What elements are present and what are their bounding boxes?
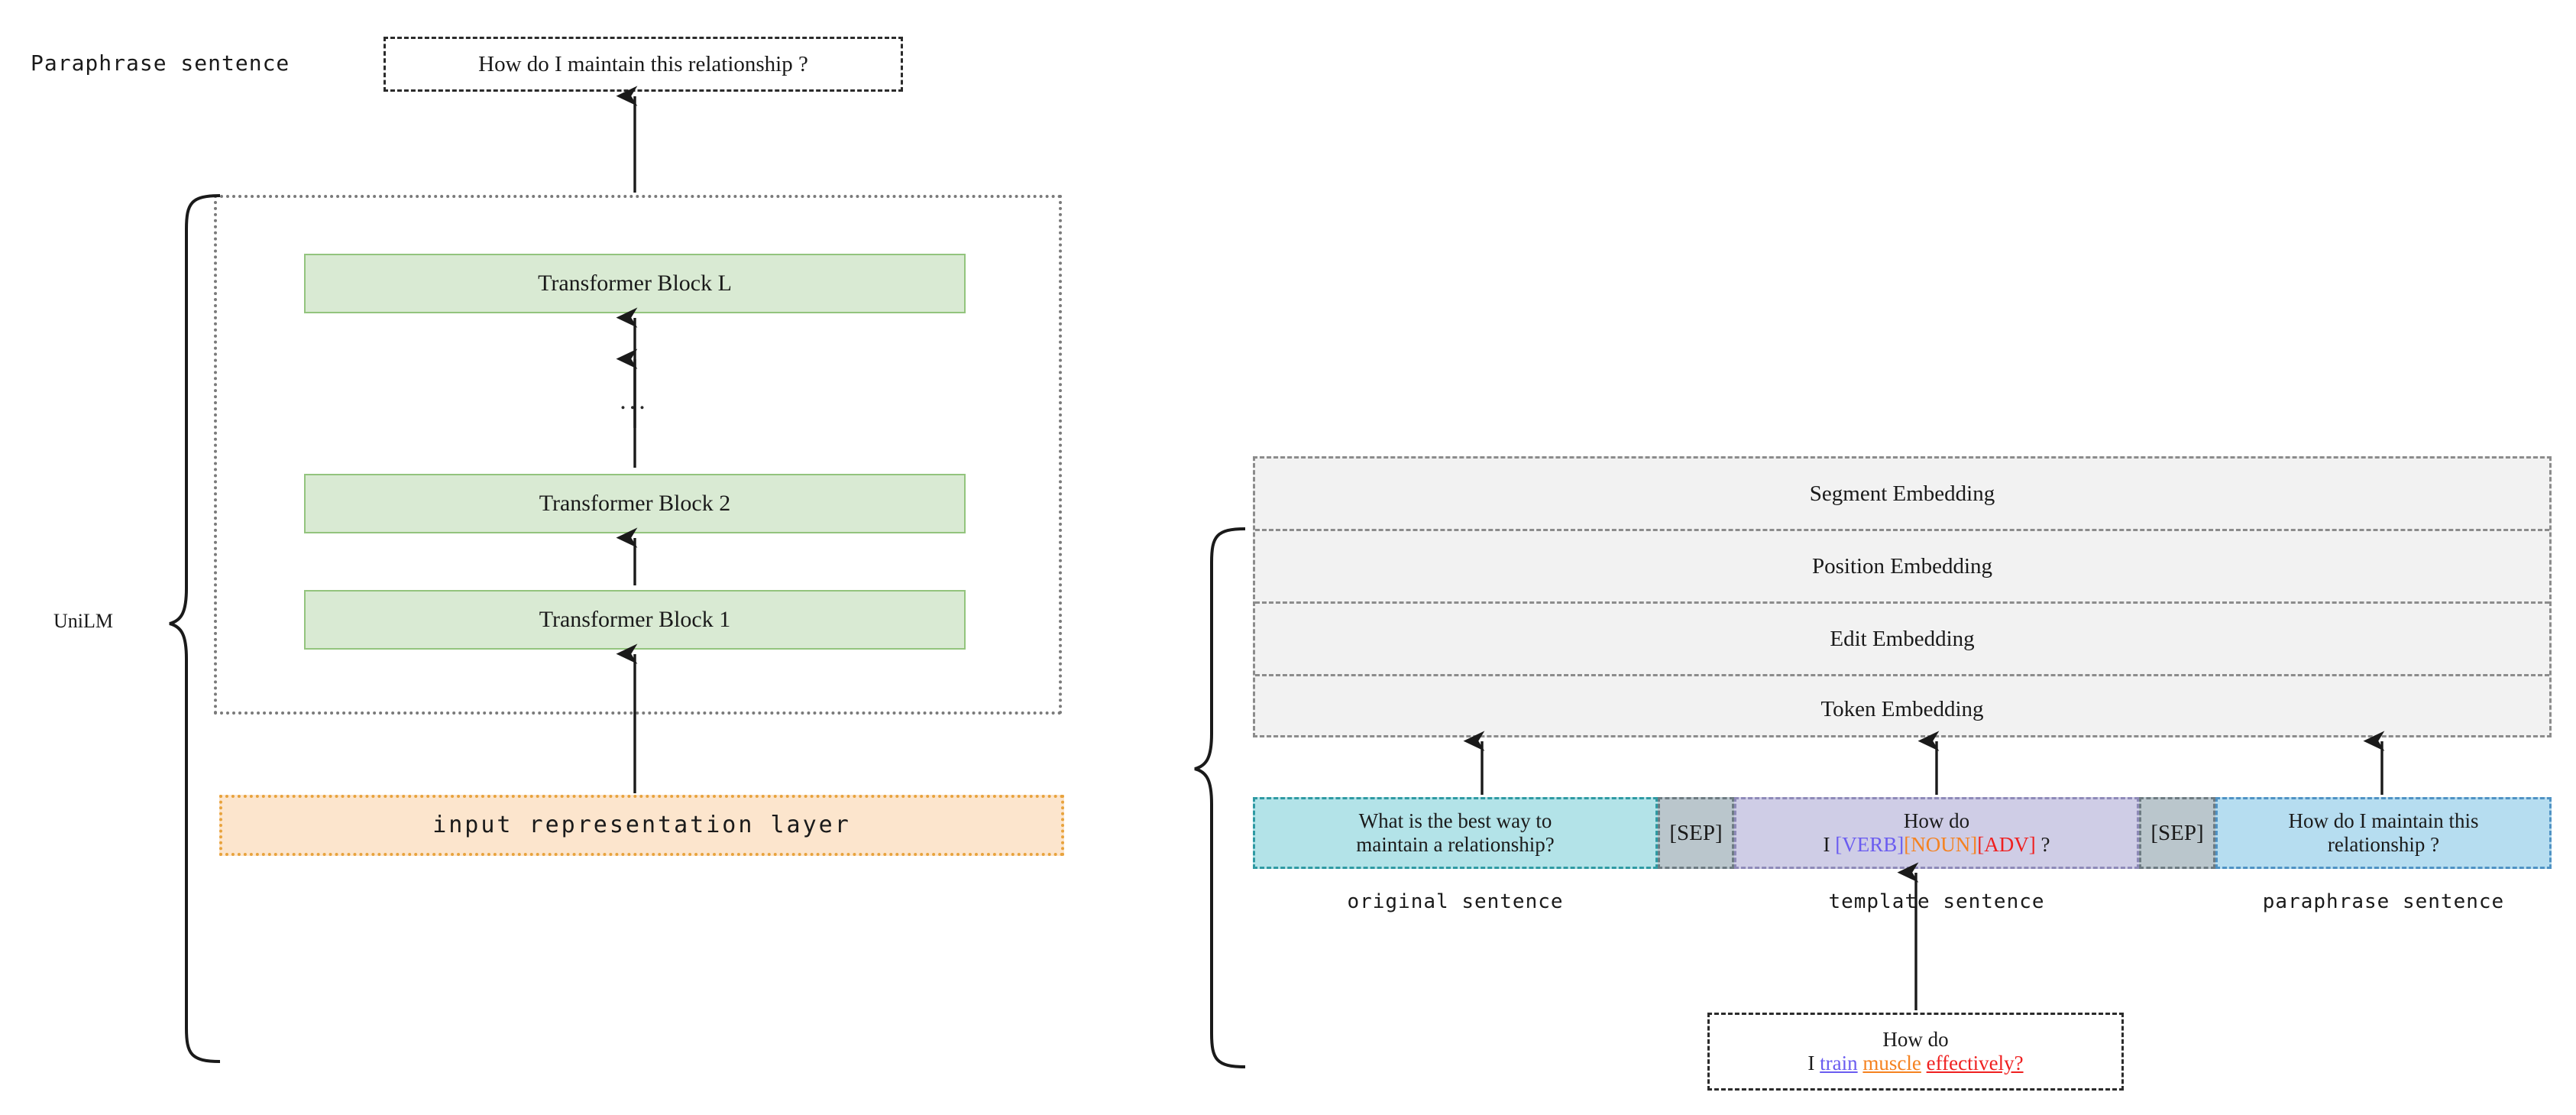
- original-sentence-box: What is the best way to maintain a relat…: [1253, 797, 1658, 869]
- transformer-block-l-label: Transformer Block L: [538, 271, 732, 297]
- embedding-stack: Segment Embedding Position Embedding Edi…: [1253, 456, 2552, 737]
- caption-original-sentence: original sentence: [1253, 886, 1658, 917]
- original-sentence-line1: What is the best way to: [1358, 809, 1552, 832]
- sep-token-left: [SEP]: [1658, 797, 1734, 869]
- unilm-brace: [169, 194, 221, 1063]
- transformer-block-l: Transformer Block L: [304, 254, 966, 313]
- embedding-row-segment: Segment Embedding: [1255, 459, 2549, 531]
- template-token-verb: [VERB]: [1835, 833, 1904, 856]
- transformer-block-2-label: Transformer Block 2: [539, 491, 731, 517]
- template-sentence-tokens: I [VERB][NOUN][ADV] ?: [1824, 833, 2050, 857]
- paraphrase-output-box: How do I maintain this relationship ?: [383, 37, 903, 92]
- embedding-row-segment-label: Segment Embedding: [1809, 481, 1995, 506]
- template-token-adv: [ADV]: [1977, 833, 2036, 856]
- paraphrase-sentence-box: How do I maintain this relationship ?: [2215, 797, 2552, 869]
- source-token-i: I: [1807, 1052, 1815, 1074]
- embedding-row-edit: Edit Embedding: [1255, 604, 2549, 676]
- caption-paraphrase-sentence: paraphrase sentence: [2208, 886, 2559, 917]
- blocks-ellipsis: ...: [588, 386, 680, 417]
- embedding-row-token-label: Token Embedding: [1820, 696, 1984, 721]
- caption-paraphrase-sentence-text: paraphrase sentence: [2262, 890, 2505, 913]
- source-token-noun: muscle: [1862, 1052, 1921, 1074]
- embedding-row-token: Token Embedding: [1255, 676, 2549, 742]
- source-token-adv: effectively?: [1926, 1052, 2024, 1074]
- paraphrase-sentence-line2: relationship ?: [2327, 833, 2440, 856]
- source-example-tokens: I train muscle effectively?: [1807, 1052, 2023, 1075]
- caption-original-sentence-text: original sentence: [1347, 890, 1564, 913]
- template-token-noun: [NOUN]: [1904, 833, 1978, 856]
- paraphrase-sentence-line1: How do I maintain this: [2288, 809, 2479, 832]
- source-token-verb: train: [1820, 1052, 1858, 1074]
- unilm-label: UniLM: [53, 610, 168, 633]
- embedding-row-position-label: Position Embedding: [1811, 553, 1993, 579]
- paraphrase-output-text: How do I maintain this relationship ?: [478, 51, 808, 76]
- template-sentence-line1: How do: [1903, 809, 1970, 832]
- embedding-row-edit-label: Edit Embedding: [1830, 626, 1975, 651]
- sep-token-right-text: [SEP]: [2150, 820, 2204, 845]
- input-representation-layer-label: input representation layer: [432, 812, 851, 839]
- sep-token-right: [SEP]: [2139, 797, 2215, 869]
- template-token-question: ?: [2040, 833, 2050, 856]
- template-token-i: I: [1823, 833, 1830, 856]
- unilm-label-text: UniLM: [53, 610, 113, 632]
- input-representation-layer: input representation layer: [219, 795, 1064, 856]
- template-sentence-box: How do I [VERB][NOUN][ADV] ?: [1734, 797, 2139, 869]
- transformer-block-2: Transformer Block 2: [304, 474, 966, 533]
- transformer-block-1: Transformer Block 1: [304, 590, 966, 650]
- paraphrase-output-label: Paraphrase sentence: [31, 50, 382, 76]
- sep-token-left-text: [SEP]: [1669, 820, 1723, 845]
- source-example-box: How do I train muscle effectively?: [1707, 1013, 2124, 1091]
- blocks-ellipsis-text: ...: [620, 386, 649, 415]
- original-sentence-line2: maintain a relationship?: [1356, 833, 1555, 856]
- caption-template-sentence-text: template sentence: [1828, 890, 2045, 913]
- caption-template-sentence: template sentence: [1734, 886, 2139, 917]
- input-representation-brace: [1194, 527, 1246, 1068]
- embedding-row-position: Position Embedding: [1255, 531, 2549, 604]
- transformer-block-1-label: Transformer Block 1: [539, 607, 731, 633]
- paraphrase-output-label-text: Paraphrase sentence: [31, 50, 290, 76]
- source-example-line1: How do: [1882, 1027, 1949, 1051]
